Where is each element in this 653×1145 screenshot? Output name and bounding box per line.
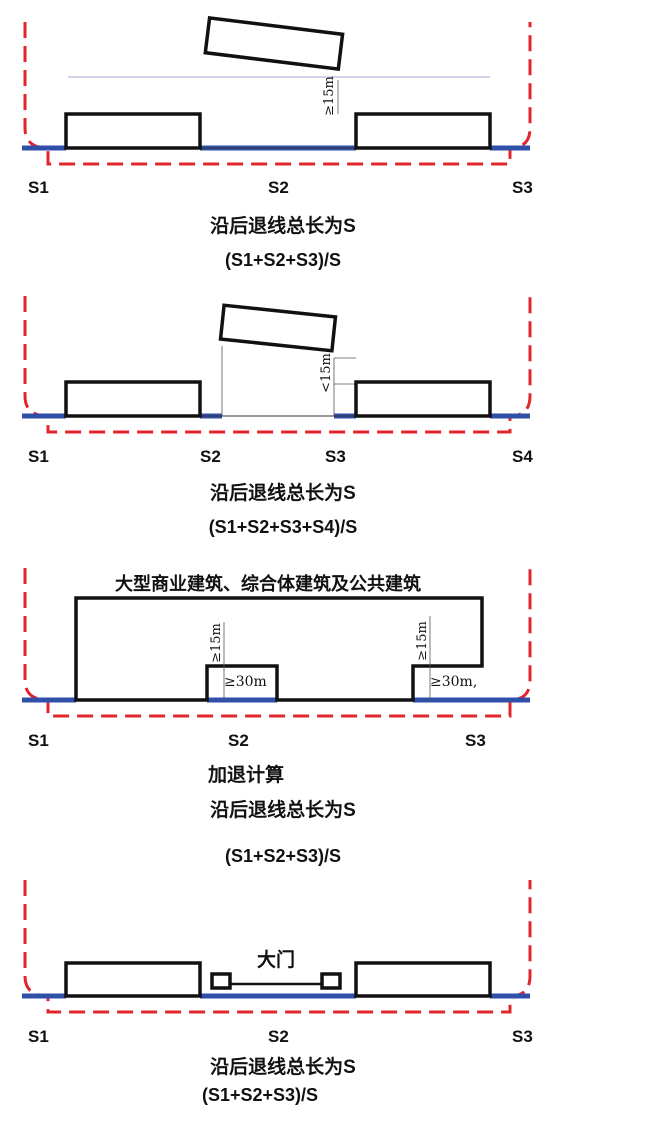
caption-line-1: 沿后退线总长为S [210, 798, 356, 821]
label-s3: S3 [512, 178, 533, 197]
width-annotation-left: ≥30m [224, 674, 267, 690]
caption-line-2: (S1+S2+S3)/S [225, 846, 341, 866]
caption-line-1: 沿后退线总长为S [210, 481, 356, 504]
label-s2: S2 [268, 1027, 289, 1046]
building-right [354, 961, 492, 998]
label-s2: S2 [200, 447, 221, 466]
caption-line-1: 沿后退线总长为S [210, 1055, 356, 1078]
setback-annotation: ≥15m [322, 76, 337, 116]
panel-1: ≥15m S1 S2 S3 沿后退线总长为S (S1+S2+S3)/S [22, 16, 533, 270]
caption-line-1: 沿后退线总长为S [210, 214, 356, 237]
red-setback-line [23, 296, 532, 434]
building-right [354, 380, 492, 418]
width-annotation-right: ≥30m, [430, 674, 477, 690]
depth-annotation-left: ≥15m [209, 623, 224, 663]
caption-line-2: (S1+S2+S3+S4)/S [209, 517, 358, 537]
caption-line-2: (S1+S2+S3)/S [202, 1085, 318, 1105]
panel-3: 大型商业建筑、综合体建筑及公共建筑 ≥15m ≥30m ≥15m ≥30m, S… [22, 568, 532, 866]
building-rear-tilted [218, 303, 338, 353]
label-s3: S3 [325, 447, 346, 466]
label-s1: S1 [28, 178, 49, 197]
building-rear-tilted [203, 16, 345, 71]
building-left [64, 112, 202, 150]
red-setback-line [23, 880, 532, 1014]
main-gate [210, 972, 342, 990]
gate-label: 大门 [257, 948, 295, 971]
building-title: 大型商业建筑、综合体建筑及公共建筑 [115, 573, 421, 594]
caption-line-0: 加退计算 [207, 763, 284, 786]
label-s1: S1 [28, 447, 49, 466]
label-s3: S3 [465, 731, 486, 750]
label-s2: S2 [268, 178, 289, 197]
label-s3: S3 [512, 1027, 533, 1046]
gate-post-left [210, 972, 232, 990]
setback-annotation: <15m [319, 353, 334, 393]
caption-line-2: (S1+S2+S3)/S [225, 250, 341, 270]
panel-2: <15m S1 S2 S3 S4 沿后退线总长为S (S1+S2+S3+S4)/… [22, 296, 533, 537]
panel-4: 大门 S1 S2 S3 沿后退线总长为S (S1+S2+S3)/S [22, 880, 533, 1105]
red-setback-line [23, 22, 532, 166]
label-s1: S1 [28, 731, 49, 750]
large-public-building [74, 596, 484, 702]
building-left [64, 380, 202, 418]
depth-annotation-right: ≥15m [415, 621, 430, 661]
building-left [64, 961, 202, 998]
gate-post-right [320, 972, 342, 990]
label-s1: S1 [28, 1027, 49, 1046]
label-s4: S4 [512, 447, 533, 466]
red-setback-line [23, 568, 532, 718]
label-s2: S2 [228, 731, 249, 750]
building-right [354, 112, 492, 150]
